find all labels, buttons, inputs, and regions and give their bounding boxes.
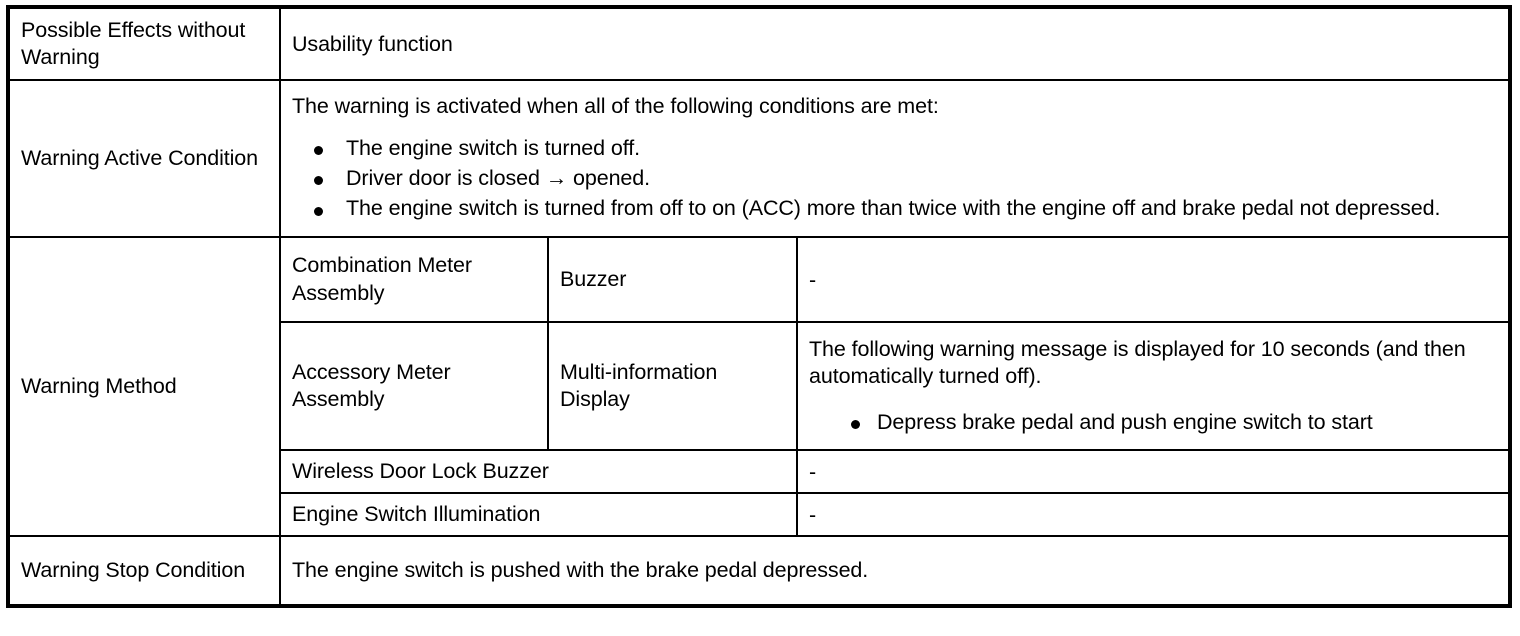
warning-method-detail-text: The following warning message is display… — [809, 336, 1466, 388]
warning-method-detail-text: - — [809, 459, 817, 484]
row-value-possible-effects-text: Usability function — [292, 31, 453, 56]
bullet-dot-icon — [851, 419, 860, 429]
row-label-warning-active-condition: Warning Active Condition — [7, 79, 281, 239]
warning-method-detail-combination-meter: - — [796, 236, 1511, 323]
bullet-dot-icon — [314, 176, 323, 186]
row-label-warning-stop-condition-text: Warning Stop Condition — [21, 558, 246, 583]
list-item: The engine switch is turned off. — [292, 135, 1498, 162]
warning-method-detail-accessory-meter: The following warning message is display… — [796, 320, 1511, 451]
warning-method-component-accessory-meter: Accessory Meter Assembly — [279, 320, 549, 451]
row-value-warning-stop-condition-text: The engine switch is pushed with the bra… — [292, 558, 869, 583]
list-item-text: The engine switch is turned from off to … — [346, 196, 1441, 221]
warning-method-detail-text: - — [809, 267, 817, 292]
warning-method-detail-text: - — [809, 502, 817, 527]
table-row-warning-active-condition: Warning Active Condition The warning is … — [7, 79, 1511, 239]
warning-spec-table: Possible Effects without Warning Usabili… — [6, 5, 1512, 609]
list-item: The engine switch is turned from off to … — [292, 195, 1498, 222]
list-item: Depress brake pedal and push engine swit… — [809, 409, 1498, 436]
row-value-warning-active-condition: The warning is activated when all of the… — [279, 79, 1511, 239]
list-item-text: Depress brake pedal and push engine swit… — [877, 409, 1373, 434]
warning-method-component-engine-switch-illumination: Engine Switch Illumination — [279, 491, 798, 538]
table-row-warning-method-engine-switch-illumination: Engine Switch Illumination - — [8, 491, 1511, 538]
list-item-text: Driver door is closed → opened. — [346, 166, 651, 191]
bullet-dot-icon — [314, 206, 323, 216]
warning-method-device-multi-information-display: Multi-information Display — [547, 320, 798, 451]
bullet-dot-icon — [314, 146, 323, 156]
warning-method-detail-bullet-list: Depress brake pedal and push engine swit… — [809, 409, 1498, 436]
row-value-warning-stop-condition: The engine switch is pushed with the bra… — [279, 535, 1511, 608]
row-value-possible-effects: Usability function — [279, 5, 1511, 82]
row-label-possible-effects: Possible Effects without Warning — [7, 5, 281, 82]
warning-method-component-combination-meter: Combination Meter Assembly — [279, 236, 549, 323]
table-row-warning-method-accessory-meter: Accessory Meter Assembly Multi-informati… — [8, 320, 1511, 451]
table-row-possible-effects: Possible Effects without Warning Usabili… — [7, 5, 1511, 82]
warning-method-component-wireless-door-lock-buzzer: Wireless Door Lock Buzzer — [279, 448, 798, 494]
table-row-warning-stop-condition: Warning Stop Condition The engine switch… — [7, 535, 1511, 608]
row-label-warning-active-condition-text: Warning Active Condition — [21, 146, 259, 171]
row-label-warning-method: Warning Method — [7, 236, 281, 538]
warning-active-intro-text: The warning is activated when all of the… — [292, 94, 939, 119]
warning-method-component-text: Engine Switch Illumination — [292, 501, 541, 526]
warning-method-device-text: Buzzer — [560, 267, 627, 291]
warning-method-device-text: Multi-information Display — [560, 359, 718, 411]
warning-active-condition-bullet-list: The engine switch is turned off. Driver … — [292, 135, 1498, 222]
warning-method-component-text: Combination Meter Assembly — [292, 253, 472, 305]
warning-method-detail-wireless-door-lock-buzzer: - — [796, 448, 1511, 494]
warning-method-component-text: Wireless Door Lock Buzzer — [292, 458, 549, 483]
warning-method-device-buzzer: Buzzer — [547, 236, 798, 323]
table-row-warning-method-wireless-door-lock-buzzer: Wireless Door Lock Buzzer - — [8, 448, 1511, 494]
row-label-possible-effects-text: Possible Effects without Warning — [21, 18, 246, 70]
warning-method-component-text: Accessory Meter Assembly — [292, 359, 451, 411]
list-item: Driver door is closed → opened. — [292, 165, 1498, 192]
table-row-warning-method-combination-meter: Warning Method Combination Meter Assembl… — [7, 236, 1511, 538]
list-item-text: The engine switch is turned off. — [346, 136, 640, 161]
row-label-warning-stop-condition: Warning Stop Condition — [7, 535, 281, 608]
row-label-warning-method-text: Warning Method — [21, 374, 177, 399]
warning-method-detail-engine-switch-illumination: - — [796, 491, 1511, 538]
